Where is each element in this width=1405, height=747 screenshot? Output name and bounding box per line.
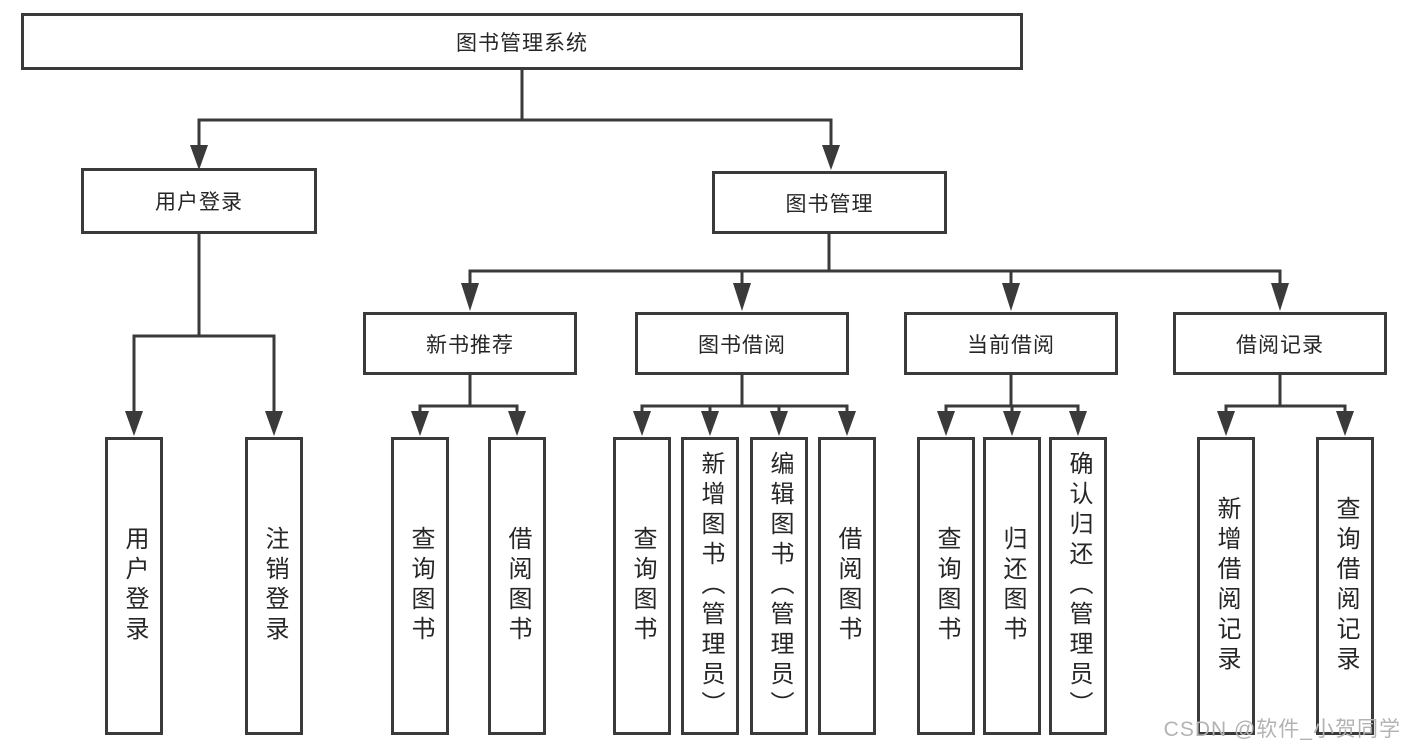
leaf-label: 注销登录 xyxy=(261,526,288,646)
node-leaf-confirm-return-admin: 确认归还（管理员） xyxy=(1049,437,1107,735)
node-leaf-edit-books-admin: 编辑图书（管理员） xyxy=(750,437,808,735)
node-leaf-add-borrow-record: 新增借阅记录 xyxy=(1197,437,1255,735)
node-new-book-recommend: 新书推荐 xyxy=(363,312,577,375)
leaf-label: 借阅图书 xyxy=(834,526,861,646)
node-book-borrowing: 图书借阅 xyxy=(635,312,849,375)
node-leaf-query-books-1: 查询图书 xyxy=(391,437,449,735)
leaf-label: 归还图书 xyxy=(999,526,1026,646)
leaf-label: 新增图书（管理员） xyxy=(697,451,724,721)
leaf-label: 查询图书 xyxy=(933,526,960,646)
node-leaf-logout: 注销登录 xyxy=(245,437,303,735)
node-book-management: 图书管理 xyxy=(712,171,947,234)
node-leaf-query-books-3: 查询图书 xyxy=(917,437,975,735)
leaf-label: 查询图书 xyxy=(629,526,656,646)
leaf-label: 查询借阅记录 xyxy=(1332,496,1359,676)
node-borrowing-records: 借阅记录 xyxy=(1173,312,1387,375)
node-leaf-return-books: 归还图书 xyxy=(983,437,1041,735)
node-leaf-user-login: 用户登录 xyxy=(105,437,163,735)
node-leaf-query-books-2: 查询图书 xyxy=(613,437,671,735)
leaf-label: 编辑图书（管理员） xyxy=(766,451,793,721)
leaf-label: 查询图书 xyxy=(407,526,434,646)
node-leaf-borrow-books-2: 借阅图书 xyxy=(818,437,876,735)
node-current-borrowing: 当前借阅 xyxy=(904,312,1118,375)
leaf-label: 确认归还（管理员） xyxy=(1065,451,1092,721)
leaf-label: 借阅图书 xyxy=(504,526,531,646)
node-leaf-query-borrow-record: 查询借阅记录 xyxy=(1316,437,1374,735)
csdn-watermark: CSDN @软件_小贺同学 xyxy=(1163,718,1401,741)
node-user-login: 用户登录 xyxy=(81,168,317,234)
node-leaf-add-books-admin: 新增图书（管理员） xyxy=(681,437,739,735)
leaf-label: 新增借阅记录 xyxy=(1213,496,1240,676)
node-library-management-system: 图书管理系统 xyxy=(21,13,1023,70)
leaf-label: 用户登录 xyxy=(121,526,148,646)
node-leaf-borrow-books-1: 借阅图书 xyxy=(488,437,546,735)
